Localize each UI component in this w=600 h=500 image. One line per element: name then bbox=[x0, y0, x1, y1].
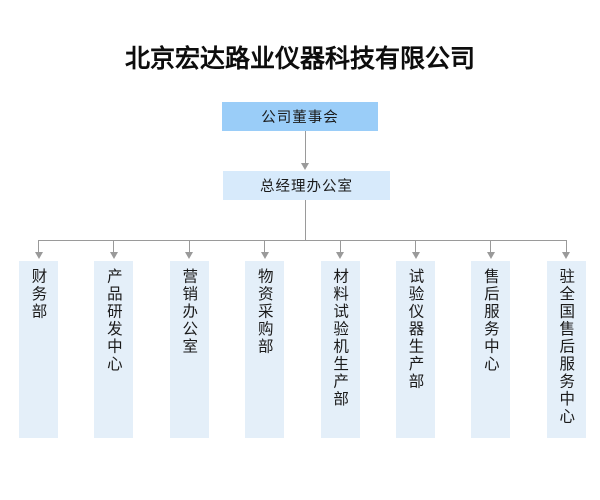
node-department-label: 物资采购部 bbox=[255, 268, 274, 356]
node-general-manager-office[interactable]: 总经理办公室 bbox=[223, 171, 390, 200]
node-department[interactable]: 驻全国售后服务中心 bbox=[546, 261, 586, 438]
arrow-down-icon bbox=[34, 252, 43, 259]
node-department-label: 产品研发中心 bbox=[104, 268, 123, 373]
arrow-down-icon bbox=[109, 252, 118, 259]
node-department-label: 驻全国售后服务中心 bbox=[557, 268, 576, 426]
connector-bus-to-department bbox=[188, 240, 190, 254]
node-department-label: 售后服务中心 bbox=[481, 268, 500, 373]
connector-bus-to-department bbox=[113, 240, 115, 254]
arrow-down-icon bbox=[260, 252, 269, 259]
node-department[interactable]: 试验仪器生产部 bbox=[396, 261, 435, 438]
arrow-down-icon bbox=[562, 252, 571, 259]
node-department[interactable]: 营销办公室 bbox=[169, 261, 209, 438]
arrow-down-icon bbox=[486, 252, 495, 259]
arrow-down-icon bbox=[336, 252, 345, 259]
connector-bus-to-department bbox=[38, 240, 39, 254]
node-department[interactable]: 售后服务中心 bbox=[471, 261, 511, 438]
node-department-label: 财务部 bbox=[29, 268, 48, 321]
connector-bus-to-department bbox=[264, 240, 266, 254]
connector-bus-to-department bbox=[415, 240, 416, 254]
node-board-of-directors[interactable]: 公司董事会 bbox=[222, 102, 378, 131]
connector-bus-to-department bbox=[339, 240, 341, 254]
arrow-down-icon bbox=[411, 252, 420, 259]
connector-gm-to-bus bbox=[305, 200, 306, 240]
arrow-down-icon bbox=[301, 163, 309, 170]
node-department-label: 材料试验机生产部 bbox=[331, 268, 350, 408]
node-department[interactable]: 产品研发中心 bbox=[94, 261, 134, 438]
node-gm-label: 总经理办公室 bbox=[260, 179, 353, 195]
node-department[interactable]: 财务部 bbox=[19, 261, 58, 438]
node-department-label: 试验仪器生产部 bbox=[406, 268, 425, 391]
connector-horizontal-bus bbox=[38, 240, 567, 241]
node-department[interactable]: 物资采购部 bbox=[245, 261, 285, 438]
node-board-label: 公司董事会 bbox=[261, 110, 339, 126]
node-department-label: 营销办公室 bbox=[180, 268, 199, 356]
page-title: 北京宏达路业仪器科技有限公司 bbox=[124, 44, 475, 73]
connector-board-to-gm bbox=[305, 131, 306, 163]
arrow-down-icon bbox=[185, 252, 194, 259]
connector-bus-to-department bbox=[490, 240, 492, 254]
connector-bus-to-department bbox=[565, 240, 567, 254]
node-department[interactable]: 材料试验机生产部 bbox=[320, 261, 360, 438]
